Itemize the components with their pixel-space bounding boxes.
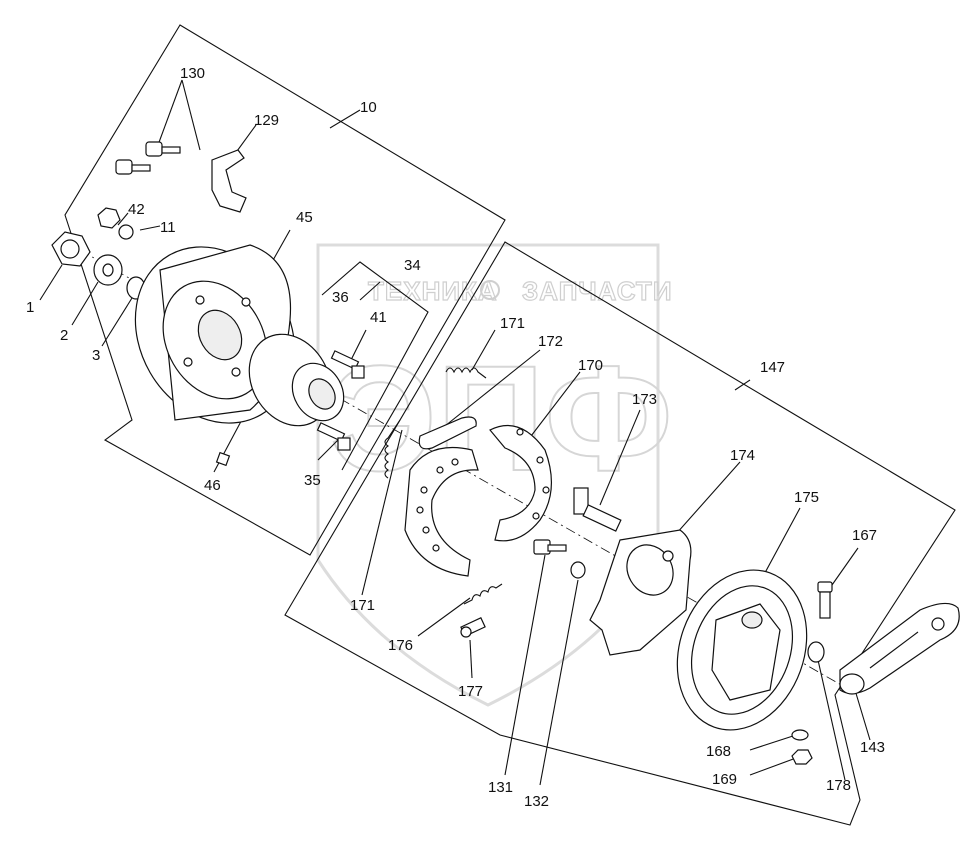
label-45: 45 xyxy=(296,209,313,226)
label-1: 1 xyxy=(26,299,34,316)
part-169-nut xyxy=(791,749,813,765)
label-132: 132 xyxy=(524,793,549,810)
part-178-washer xyxy=(807,641,825,663)
group-outline-10 xyxy=(64,24,506,556)
label-131: 131 xyxy=(488,779,513,796)
label-177: 177 xyxy=(458,683,483,700)
label-36: 36 xyxy=(332,289,349,306)
part-167-bolt xyxy=(817,581,833,619)
brake-shoe-right xyxy=(489,424,553,542)
label-175: 175 xyxy=(794,489,819,506)
callout-labels: 130 129 10 42 11 45 1 2 3 34 36 41 35 46… xyxy=(26,65,885,810)
label-46: 46 xyxy=(204,477,221,494)
label-173: 173 xyxy=(632,391,657,408)
part-129-bracket xyxy=(211,149,247,213)
part-177-adjuster xyxy=(460,617,486,638)
label-169: 169 xyxy=(712,771,737,788)
part-172-link xyxy=(418,416,477,450)
label-129: 129 xyxy=(254,112,279,129)
part-11-washer xyxy=(118,224,134,240)
watermark: ТЕХНИКА ЗАПЧАСТИ ЭПФ xyxy=(316,243,674,707)
part-1-nut xyxy=(51,231,91,267)
part-176-spring xyxy=(463,583,503,605)
label-178: 178 xyxy=(826,777,851,794)
part-171-spring-top xyxy=(445,367,487,379)
watermark-text-right: ЗАПЧАСТИ xyxy=(522,276,673,306)
label-42: 42 xyxy=(128,201,145,218)
brake-shoe-left xyxy=(404,446,479,577)
part-2-washer xyxy=(93,254,123,286)
label-2: 2 xyxy=(60,327,68,344)
label-34: 34 xyxy=(404,257,421,274)
label-168: 168 xyxy=(706,743,731,760)
label-167: 167 xyxy=(852,527,877,544)
group-outline-34 xyxy=(321,261,429,471)
part-132-washer xyxy=(570,561,586,579)
part-175-cover xyxy=(676,569,808,731)
part-130-bolts xyxy=(115,141,181,175)
part-171-spring-lower xyxy=(384,419,401,479)
part-168-washer xyxy=(791,729,809,741)
part-41-bolt xyxy=(330,350,365,379)
label-143: 143 xyxy=(860,739,885,756)
label-11: 11 xyxy=(160,219,176,236)
part-174-backing-plate xyxy=(589,529,692,656)
gear-icon xyxy=(480,280,500,300)
part-143-lever xyxy=(839,602,960,695)
group-outline-147 xyxy=(284,241,956,826)
watermark-big: ЭПФ xyxy=(330,334,673,502)
label-10: 10 xyxy=(360,99,377,116)
part-36-hub xyxy=(248,333,345,427)
label-41: 41 xyxy=(370,309,387,326)
part-46-clip xyxy=(215,451,231,467)
label-147: 147 xyxy=(760,359,785,376)
watermark-text-left: ТЕХНИКА xyxy=(368,276,498,306)
label-171-top: 171 xyxy=(500,315,525,332)
part-35-bolt xyxy=(316,422,351,451)
label-170: 170 xyxy=(578,357,603,374)
part-42-nut xyxy=(97,207,121,229)
label-130: 130 xyxy=(180,65,205,82)
label-35: 35 xyxy=(304,472,321,489)
label-176: 176 xyxy=(388,637,413,654)
part-131-bolt xyxy=(533,539,567,555)
label-172: 172 xyxy=(538,333,563,350)
part-173-cam xyxy=(573,487,622,532)
label-3: 3 xyxy=(92,347,100,364)
label-171-lower: 171 xyxy=(350,597,375,614)
label-174: 174 xyxy=(730,447,755,464)
